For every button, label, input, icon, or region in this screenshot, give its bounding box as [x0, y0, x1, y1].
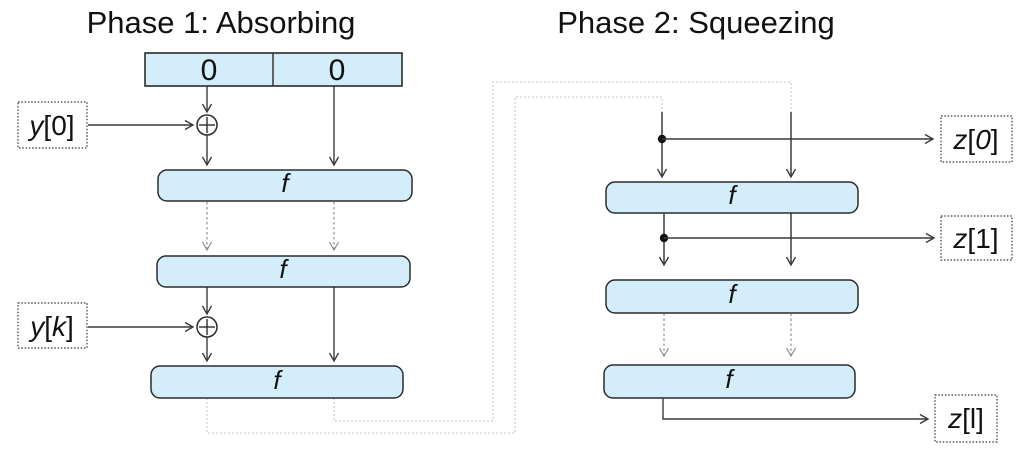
register-cell-0-value: 0 [201, 54, 218, 87]
xor-icon [196, 114, 218, 136]
f-box-absorb-1-label: f [281, 168, 291, 198]
xor-icon [196, 316, 218, 338]
arrow-f3-to-zl [662, 398, 930, 425]
output-label-z1: z[1] [952, 223, 998, 254]
input-box-y0 [17, 101, 88, 149]
phase2-title: Phase 2: Squeezing [557, 5, 835, 40]
phase1-absorbing-group: 0 0 y[0] f f y[k] [17, 52, 413, 399]
output-box-zl [934, 394, 998, 443]
feedback-path-capacity [333, 81, 792, 422]
feedback-paths-group [206, 81, 792, 434]
phase2-squeezing-group: z[0] f z[1] f f z[l] [603, 112, 1013, 443]
phase1-title: Phase 1: Absorbing [87, 5, 356, 40]
output-box-z0 [940, 115, 1013, 163]
f-box-squeeze-1 [605, 181, 859, 214]
f-box-squeeze-2-label: f [728, 279, 738, 309]
input-box-yk [17, 302, 88, 349]
f-box-absorb-3 [150, 365, 404, 399]
feedback-path-rate [206, 96, 663, 434]
output-label-z0: z[0] [952, 124, 998, 155]
f-box-absorb-2 [156, 255, 411, 288]
f-box-squeeze-2 [605, 279, 859, 314]
output-label-zl: z[l] [947, 403, 984, 434]
register-cell-1-value: 0 [329, 54, 346, 87]
input-label-yk: y[k] [28, 311, 74, 342]
input-label-y0: y[0] [27, 110, 74, 141]
f-box-squeeze-3-label: f [725, 364, 735, 394]
f-box-absorb-3-label: f [273, 365, 283, 395]
f-box-squeeze-3 [603, 364, 856, 399]
f-box-absorb-1 [157, 169, 413, 202]
f-box-squeeze-1-label: f [728, 180, 738, 210]
f-box-absorb-2-label: f [279, 254, 289, 284]
output-box-z1 [940, 215, 1013, 261]
